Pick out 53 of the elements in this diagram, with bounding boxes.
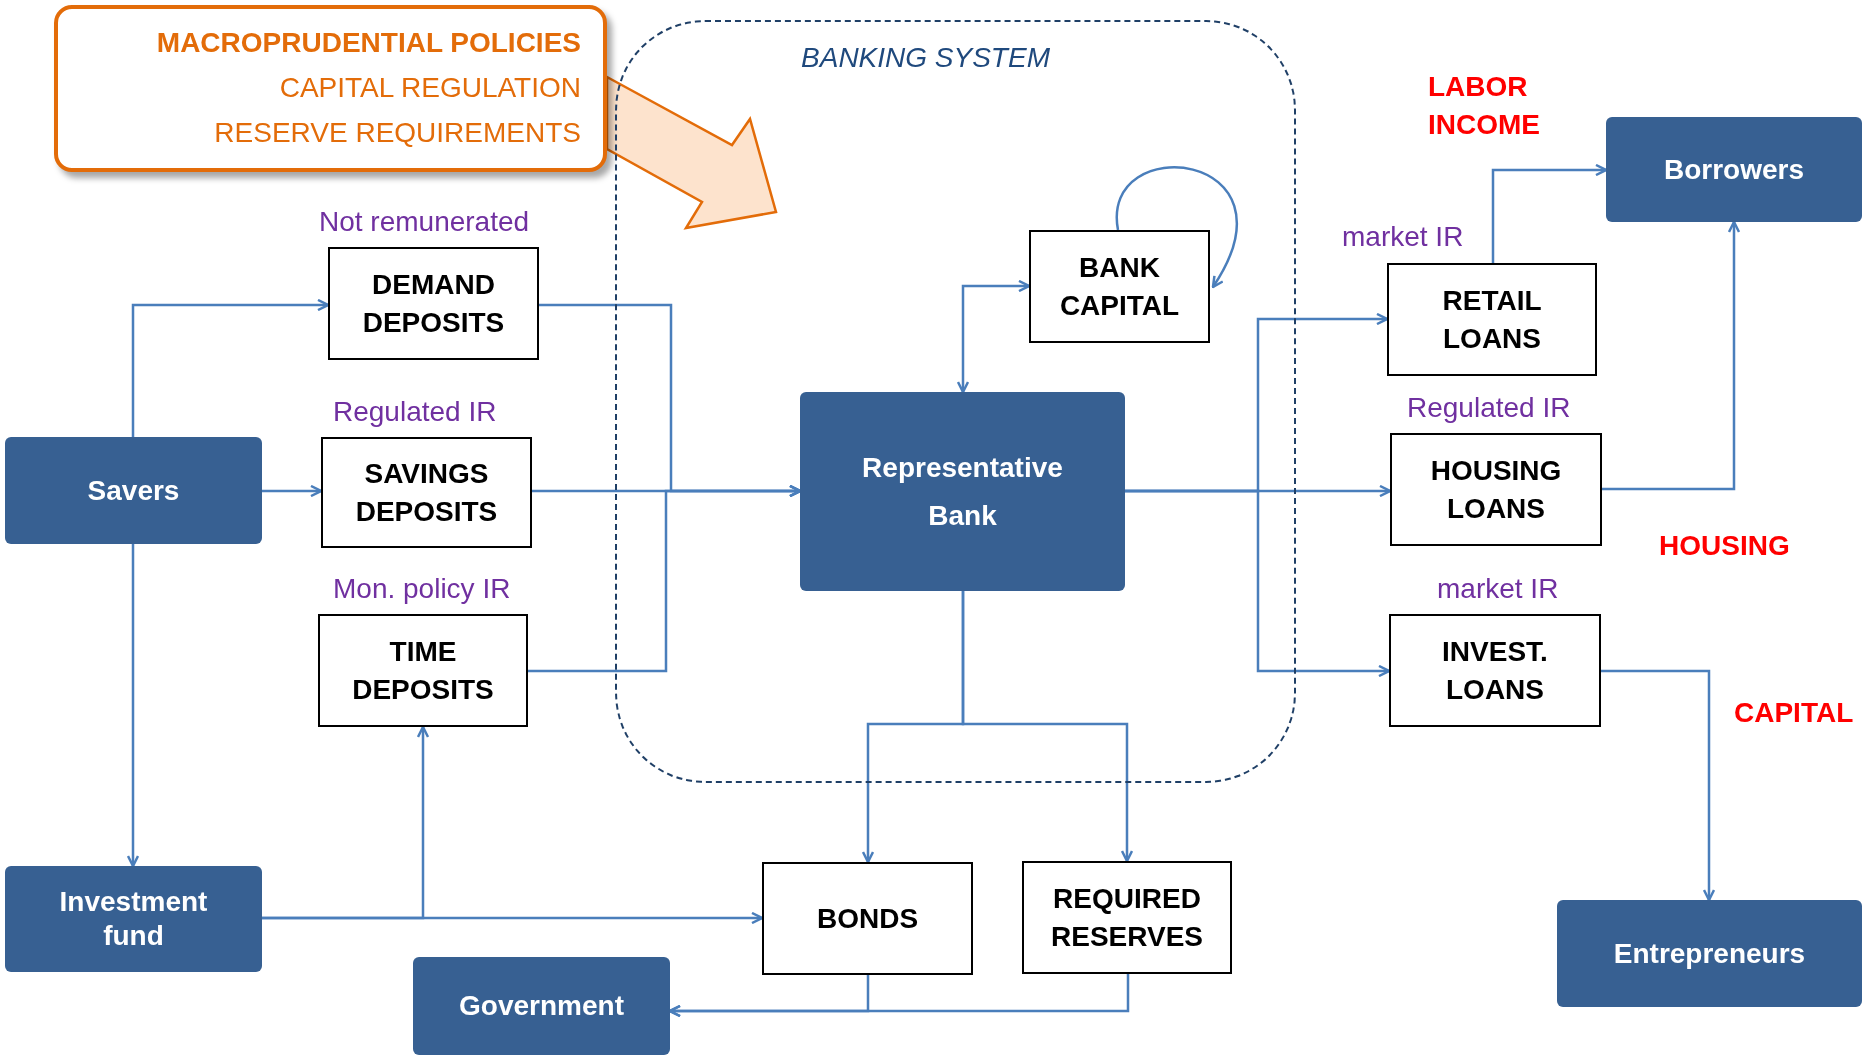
rate-note: market IR xyxy=(1342,220,1464,254)
node-label: REQUIRED RESERVES xyxy=(1050,881,1204,954)
arrow xyxy=(262,484,323,498)
arrow xyxy=(1602,220,1741,491)
sector-label: CAPITAL xyxy=(1734,696,1854,730)
node-label: Government xyxy=(459,989,624,1023)
arrow xyxy=(1491,163,1608,263)
sector-box xyxy=(1606,117,1862,222)
node-label: Savers xyxy=(87,473,180,508)
node-label: HOUSING LOANS xyxy=(1429,453,1563,526)
sector-box xyxy=(1557,900,1862,1007)
node-label: Representative Bank xyxy=(861,450,1064,533)
bank-box xyxy=(800,392,1125,591)
sector-label: LABOR INCOME xyxy=(1428,70,1541,142)
arrow xyxy=(528,484,802,673)
banking-system-region xyxy=(615,20,1296,783)
sector-label: HOUSING xyxy=(1659,529,1790,563)
rate-note: market IR xyxy=(1437,572,1559,606)
arrow xyxy=(126,544,140,868)
capital-box xyxy=(1029,230,1210,343)
arrow xyxy=(1125,489,1391,678)
node-label: DEMAND DEPOSITS xyxy=(361,267,506,340)
region-title: BANKING SYSTEM xyxy=(801,42,1050,74)
arrow xyxy=(668,974,1130,1018)
asset-box xyxy=(1022,861,1232,974)
rate-note: Mon. policy IR xyxy=(333,572,511,606)
node-label: RETAIL LOANS xyxy=(1441,283,1543,356)
arrow xyxy=(961,591,1134,863)
node-label: BANK CAPITAL xyxy=(1058,250,1181,323)
policy-item: CAPITAL REGULATION xyxy=(279,71,581,106)
node-label: Investment fund xyxy=(58,885,209,953)
policy-callout xyxy=(54,5,607,172)
arrow xyxy=(262,725,430,920)
asset-box xyxy=(762,862,973,975)
node-label: BONDS xyxy=(816,901,919,936)
policy-heading: MACROPRUDENTIAL POLICIES xyxy=(156,26,581,61)
block-arrow xyxy=(605,74,778,230)
arrow xyxy=(1116,166,1238,289)
sector-box xyxy=(5,866,262,972)
node-label: Entrepreneurs xyxy=(1613,936,1806,971)
sector-box xyxy=(413,957,670,1055)
rate-note: Regulated IR xyxy=(333,395,497,429)
node-label: INVEST. LOANS xyxy=(1441,634,1549,707)
arrow xyxy=(1601,669,1716,902)
node-label: TIME DEPOSITS xyxy=(351,634,495,707)
policy-item: RESERVE REQUIREMENTS xyxy=(214,115,581,150)
node-label: SAVINGS DEPOSITS xyxy=(354,456,499,529)
sector-box xyxy=(5,437,262,544)
rate-note: Not remunerated xyxy=(319,205,530,239)
arrow xyxy=(956,279,1031,394)
rate-note: Regulated IR xyxy=(1407,391,1571,425)
arrow xyxy=(131,298,330,437)
node-label: Borrowers xyxy=(1663,152,1804,187)
